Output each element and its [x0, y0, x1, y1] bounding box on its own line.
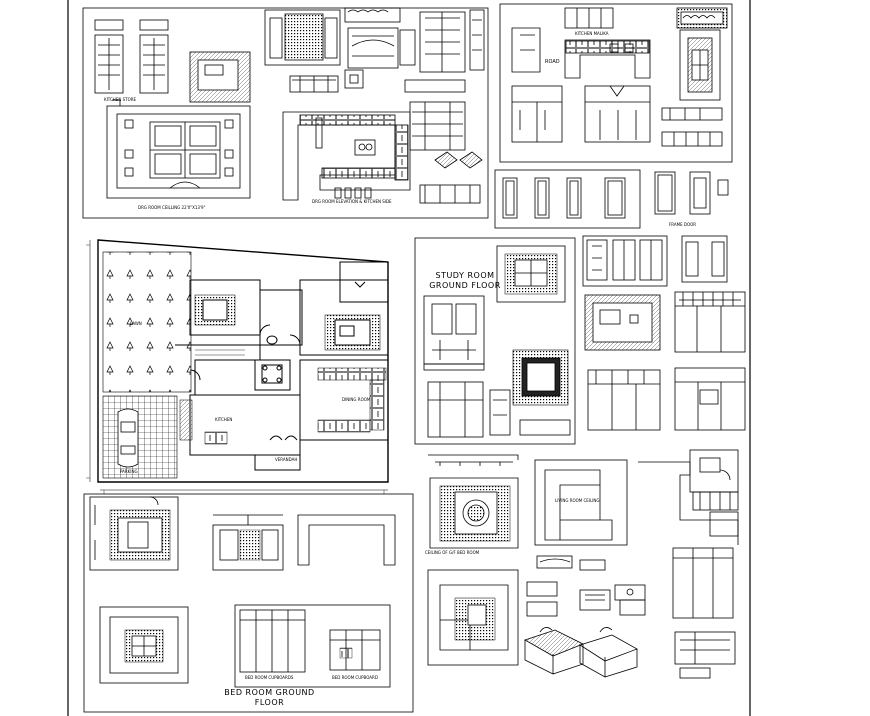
living-room-ceiling-label: LIVING ROOM CEILING	[555, 498, 600, 503]
parking-label: PARKING	[120, 469, 138, 474]
dining-room-label: DINING ROOM	[342, 397, 371, 402]
frame-door-label: FRAME DOOR	[669, 222, 697, 227]
study-room-title: STUDY ROOM	[435, 271, 495, 280]
dining-ceiling-label: DRG ROOM CEILLING 22'0"X13'9"	[138, 205, 206, 210]
kitchen-malika-panel	[499, 3, 733, 163]
kitchen-store-panel	[82, 7, 489, 219]
verandah-label: VERANDAH	[275, 457, 298, 462]
kitchen-store-label: KITCHEN STORE	[104, 97, 137, 102]
car-icon	[117, 408, 139, 468]
kitchen-room-label: KITCHEN	[215, 417, 233, 422]
living-room-ceiling-panel	[428, 449, 739, 549]
ground-floor-plan	[86, 239, 389, 494]
bed-room-cupboards-label: BED ROOM CUPBOARDS	[245, 675, 294, 680]
bed-room-ceiling-panel	[427, 547, 736, 679]
bed-room-title: BED ROOM GROUND	[224, 688, 315, 697]
sheet-border	[67, 0, 751, 716]
kitchen-malika-label: KITCHEN MALIKA	[575, 31, 609, 36]
study-room-panel	[414, 237, 576, 445]
kitchen-elevation-label: DRG ROOM ELEVATION & KITCHEN SIDE	[312, 199, 392, 204]
lawn-label: LAWN	[130, 321, 142, 326]
road-label: ROAD	[545, 59, 560, 65]
bed-room-subtitle: FLOOR	[254, 698, 285, 707]
wardrobe-elevations	[582, 235, 746, 431]
bed-room-ground-floor-panel	[83, 493, 414, 713]
study-room-subtitle: GROUND FLOOR	[429, 281, 501, 290]
ceiling-of-bed-room-label: CEILING OF G/F BED ROOM	[425, 550, 480, 555]
bed-room-cupboard-label: BED ROOM CUPBOARD	[332, 675, 378, 680]
frame-door-panel	[494, 169, 729, 229]
